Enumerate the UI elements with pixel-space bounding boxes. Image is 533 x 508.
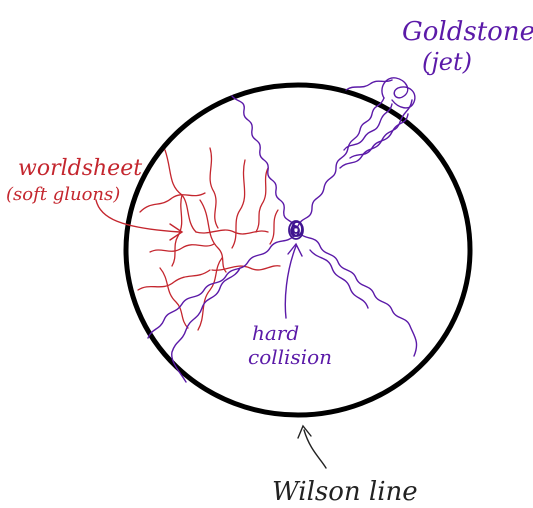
worldsheet-strand bbox=[138, 270, 210, 290]
worldsheet-strand bbox=[210, 148, 218, 228]
worldsheet-strand bbox=[212, 266, 280, 271]
goldstone-label-line2: (jet) bbox=[422, 48, 472, 76]
worldsheet-strand bbox=[165, 150, 196, 232]
worldsheet-strand bbox=[150, 244, 214, 252]
wilson-arrow bbox=[298, 426, 326, 468]
jet-line-upper-right-3 bbox=[350, 114, 408, 158]
worldsheet-arrow bbox=[96, 200, 182, 240]
hard-collision-blob bbox=[289, 221, 303, 239]
worldsheet-strand bbox=[140, 193, 205, 212]
jet-line-lower-left-2 bbox=[172, 268, 240, 382]
hard-collision-arrow bbox=[285, 244, 302, 318]
worldsheet-label-line2: (soft gluons) bbox=[6, 184, 120, 205]
hard-collision-label-line2: collision bbox=[248, 345, 332, 369]
jet-line-upper-right-4 bbox=[344, 104, 392, 150]
worldsheet-strand bbox=[232, 160, 245, 248]
wilson-line-label: Wilson line bbox=[272, 477, 418, 507]
goldstone-label-line1: Goldstone bbox=[402, 17, 533, 47]
goldstone-loop bbox=[382, 78, 415, 108]
worldsheet-label-line1: worldsheet bbox=[18, 156, 142, 181]
jet-line-top bbox=[346, 80, 392, 90]
worldsheet-strand bbox=[198, 258, 222, 330]
jet-line-lower-right bbox=[300, 234, 417, 356]
worldsheet-strands bbox=[138, 148, 280, 330]
jet-line-upper-right bbox=[298, 98, 384, 226]
worldsheet-strand bbox=[200, 200, 226, 272]
worldsheet-strand bbox=[270, 210, 278, 244]
jet-line-lower-right-2 bbox=[310, 250, 368, 308]
hard-collision-label-line1: hard bbox=[252, 321, 299, 345]
worldsheet-strand bbox=[256, 168, 268, 232]
